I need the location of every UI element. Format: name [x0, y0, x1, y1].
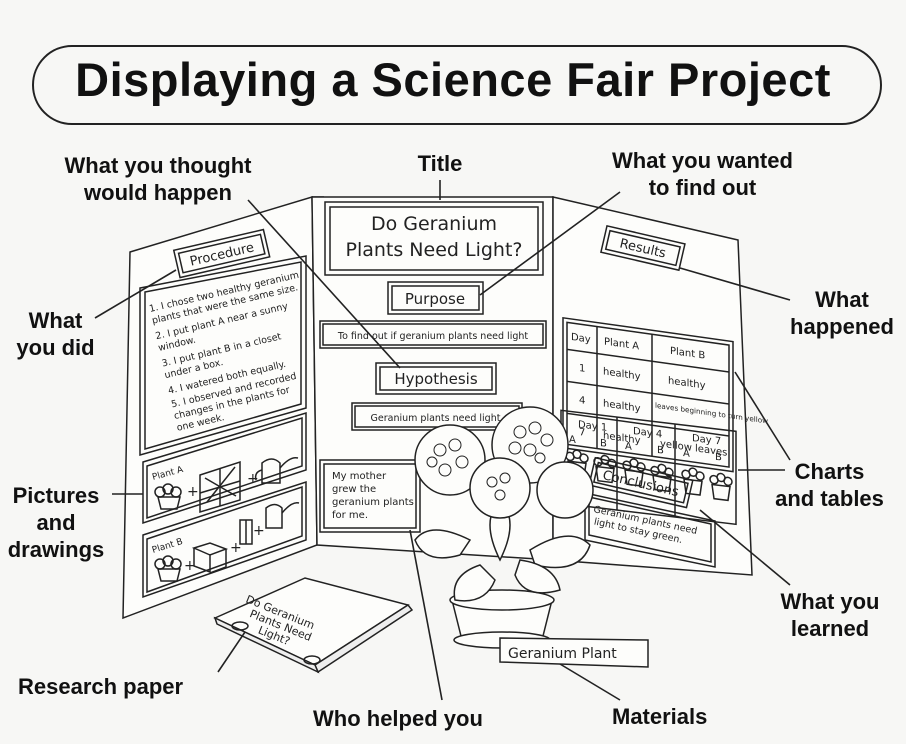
helper-line3: geranium plants [332, 497, 414, 508]
tent-card [499, 637, 649, 668]
callout-learned-line2: learned [790, 616, 870, 641]
purpose-label-frame [387, 281, 484, 315]
callout-charts-line2: and tables [775, 486, 884, 511]
callout-learned-line1: What you [780, 589, 880, 614]
helper-frame [319, 459, 421, 533]
helper-line2: grew the [332, 484, 376, 495]
svg-text:+: + [230, 540, 242, 556]
results-label-frame [600, 224, 686, 272]
procedure-frame [139, 255, 307, 456]
day7-b: B [715, 452, 722, 464]
callout-happened-line1: What [815, 287, 869, 312]
day4-label: Day 4 [633, 426, 662, 440]
picture-strip-a [142, 411, 307, 525]
callout-pictures: Pictures and drawings [0, 482, 112, 563]
purpose-label: Purpose [405, 290, 465, 308]
results-row2-day: 4 [579, 395, 585, 407]
geranium-plant [414, 406, 594, 649]
board-title-frame [324, 201, 544, 276]
callout-research: Research paper [18, 674, 184, 699]
callout-helped: Who helped you [313, 706, 483, 731]
results-header-day: Day [571, 332, 591, 346]
results-row1-day: 1 [579, 363, 585, 375]
board-title-line1: Do Geranium [371, 213, 497, 235]
results-row1-b: healthy [668, 376, 706, 392]
callout-charts: Charts and tables [757, 458, 902, 512]
callout-did-line1: What [28, 308, 83, 333]
day7-a: A [683, 448, 690, 460]
title-banner [32, 45, 882, 125]
callout-wanted-line1: What you wanted [612, 148, 793, 173]
callout-did: What you did [8, 307, 103, 361]
tent-card-label: Geranium Plant [508, 646, 617, 662]
svg-text:+: + [187, 484, 199, 500]
callout-happened-line2: happened [790, 314, 894, 339]
callout-thought: What you thought would happen [40, 152, 276, 206]
board-title-line2: Plants Need Light? [345, 239, 522, 261]
callout-pictures-line3: drawings [7, 537, 105, 562]
results-row2-a: healthy [603, 398, 641, 414]
svg-text:+: + [253, 523, 265, 539]
callout-happened: What happened [787, 286, 897, 340]
day1-b: B [600, 438, 607, 450]
results-row1-a: healthy [603, 366, 641, 382]
hypothesis-label: Hypothesis [394, 370, 477, 388]
conclusions-label-frame [588, 456, 694, 509]
purpose-text: To find out if geranium plants need ligh… [337, 331, 529, 342]
leader-lines [94, 180, 791, 701]
day1-label: Day 1 [578, 419, 607, 433]
purpose-text-frame [319, 320, 547, 349]
svg-text:+: + [247, 471, 259, 487]
day4-b: B [657, 445, 664, 457]
callout-charts-line1: Charts [794, 459, 865, 484]
callout-wanted-line2: to find out [648, 175, 757, 200]
callout-materials: Materials [612, 704, 708, 729]
research-booklet: Do Geranium Plants Need Light? [213, 577, 414, 674]
hypothesis-text: Geranium plants need light. [371, 413, 504, 424]
helper-line4: for me. [332, 510, 368, 521]
results-row3-day: 7 [579, 427, 585, 439]
svg-text:+: + [184, 558, 196, 574]
page-title: Displaying a Science Fair Project [75, 53, 831, 106]
callout-pictures-line1: Pictures [12, 483, 100, 508]
hypothesis-label-frame [375, 362, 497, 395]
callout-title: Title [417, 151, 463, 176]
day1-a: A [569, 434, 576, 446]
day7-label: Day 7 [692, 433, 721, 447]
helper-line1: My mother [332, 471, 387, 482]
callout-did-line2: you did [16, 335, 95, 360]
procedure-label-frame [172, 228, 271, 279]
day4-a: A [625, 441, 632, 453]
picture-strip-b [142, 480, 307, 599]
results-row3-a: healthy [603, 430, 641, 446]
callout-thought-line1: What you thought [64, 153, 252, 178]
callout-pictures-line2: and [36, 510, 76, 535]
callout-thought-line2: would happen [84, 180, 232, 205]
results-header-plant-a: Plant A [604, 337, 639, 353]
conclusions-frame [584, 492, 716, 568]
callout-wanted: What you wanted to find out [585, 147, 820, 201]
results-header-plant-b: Plant B [670, 346, 705, 362]
callout-learned: What you learned [765, 588, 895, 642]
